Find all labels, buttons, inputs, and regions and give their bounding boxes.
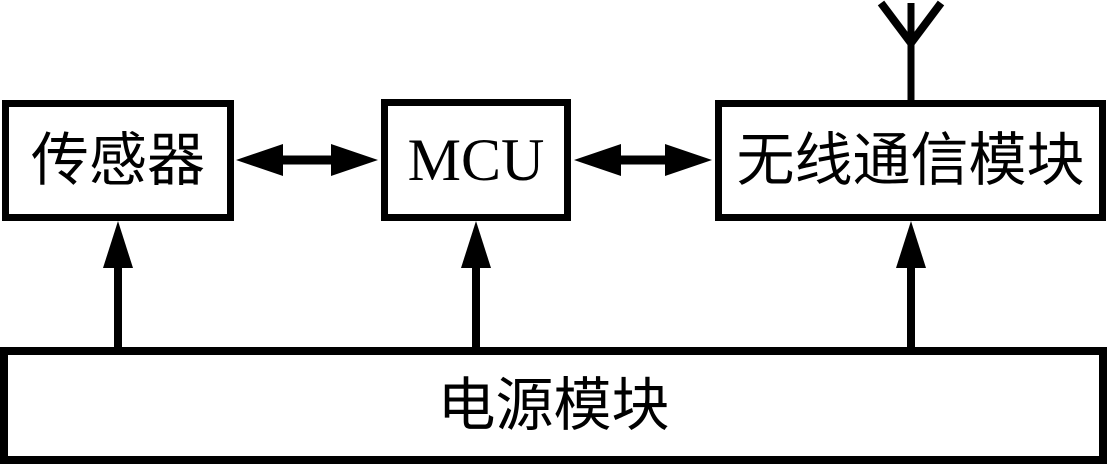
antenna-icon xyxy=(877,0,945,101)
power-arrow-to-wireless xyxy=(896,221,926,350)
power-module-block-label: 电源模块 xyxy=(437,372,670,438)
sensor-block: 传感器 xyxy=(2,100,234,221)
mcu-block: MCU xyxy=(381,99,571,221)
arrow-mcu-wireless xyxy=(574,144,712,176)
wireless-module-block-label: 无线通信模块 xyxy=(736,127,1085,193)
power-arrow-to-sensor xyxy=(103,221,133,350)
mcu-block-label: MCU xyxy=(407,127,545,193)
power-arrow-to-mcu xyxy=(461,221,491,350)
wireless-module-block: 无线通信模块 xyxy=(715,100,1106,221)
arrow-sensor-mcu xyxy=(236,144,378,176)
sensor-block-label: 传感器 xyxy=(30,127,205,193)
power-module-block: 电源模块 xyxy=(0,347,1107,464)
